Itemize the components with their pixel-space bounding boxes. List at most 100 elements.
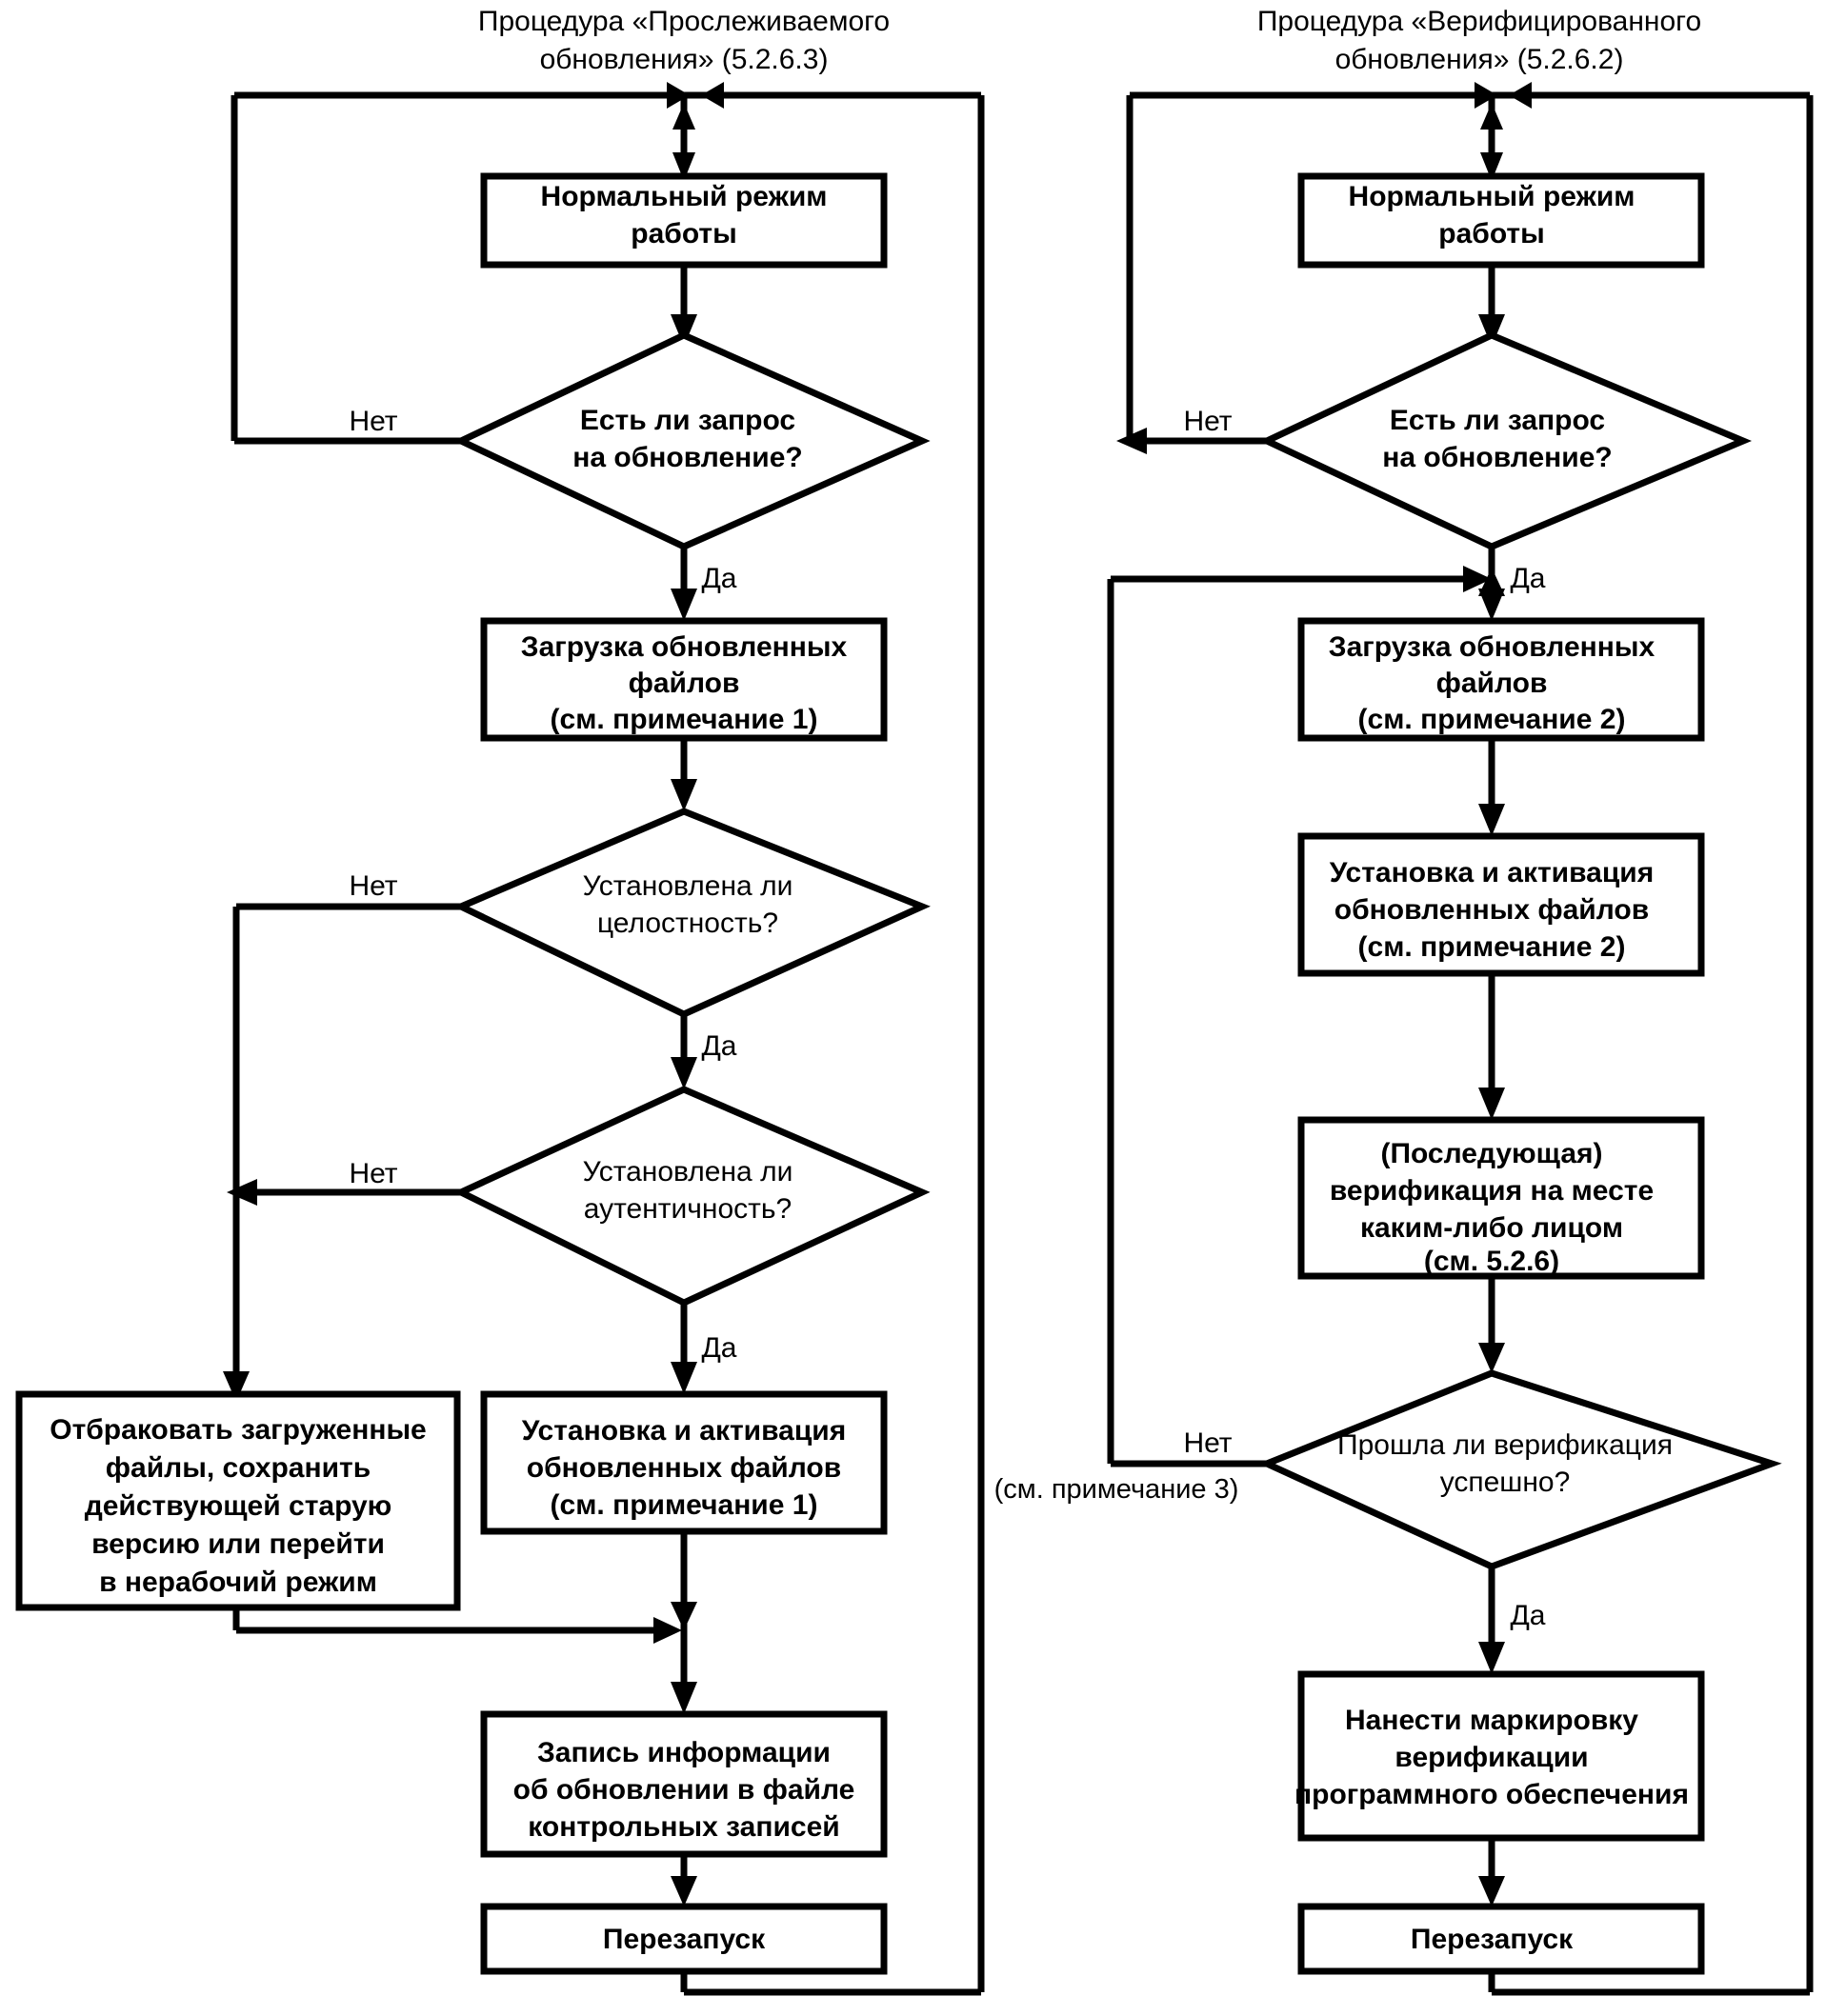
label-req-no: Нет xyxy=(349,406,397,437)
left-title-line1: Процедура «Прослеживаемого xyxy=(478,6,890,37)
node-download-files-v[interactable] xyxy=(1297,617,1705,742)
right-arrow-verif-decision xyxy=(1478,1343,1505,1373)
label-req-yes-v: Да xyxy=(1510,563,1545,594)
node-reject-line3: действующей старую xyxy=(85,1490,392,1522)
node-write-audit-line1: Запись информации xyxy=(537,1737,831,1768)
right-arrow-yes-marking xyxy=(1478,1642,1505,1674)
left-column-title: Процедура «Прослеживаемого обновления» (… xyxy=(478,6,890,75)
right-title-line1: Процедура «Верифицированного xyxy=(1257,6,1701,37)
node-restart-label: Перезапуск xyxy=(603,1924,766,1955)
node-normal-mode-v-line1: Нормальный режим xyxy=(1349,181,1635,212)
node-reject-line5: в нерабочий режим xyxy=(99,1567,377,1598)
right-rail-arrow-from-left xyxy=(1475,82,1497,109)
left-arrow-merge-in xyxy=(671,1602,697,1630)
node-restart-v[interactable] xyxy=(1297,1903,1705,1975)
node-install-line1: Установка и активация xyxy=(522,1415,847,1447)
node-download-files-v-line3: (см. примечание 2) xyxy=(1358,704,1626,735)
node-install-v-line3: (см. примечание 2) xyxy=(1358,931,1626,963)
node-onsite-verification[interactable] xyxy=(1297,1116,1705,1280)
right-column-edge-labels: Нет Да Нет (см. примечание 3) Да xyxy=(994,406,1546,1631)
label-req-yes: Да xyxy=(701,563,736,594)
right-stub-arrow-down xyxy=(1480,152,1503,181)
node-apply-marking[interactable] xyxy=(1297,1670,1705,1842)
left-arrow-integrity-yes xyxy=(671,1057,697,1089)
node-install-activate[interactable] xyxy=(480,1390,888,1535)
left-column-edge-labels: Нет Да Нет Да Нет Да xyxy=(349,406,736,1364)
left-arrow-merge-to-audit xyxy=(671,1682,697,1714)
right-arrow-download-install xyxy=(1478,804,1505,836)
node-update-request-line2: на обновление? xyxy=(572,442,802,473)
node-install-v-line1: Установка и активация xyxy=(1330,857,1655,888)
node-reject-line4: версию или перейти xyxy=(91,1528,385,1560)
left-arrow-audit-restart xyxy=(671,1876,697,1906)
node-write-audit-line2: об обновлении в файле xyxy=(513,1774,855,1806)
node-verification-passed[interactable] xyxy=(1258,1369,1782,1570)
node-reject-line1: Отбраковать загруженные xyxy=(50,1414,427,1446)
node-authenticity-line2: аутентичность? xyxy=(584,1193,792,1225)
label-req-no-v: Нет xyxy=(1183,406,1232,437)
right-rail-arrow-from-right xyxy=(1509,82,1532,109)
left-rail-arrow-from-left xyxy=(667,82,690,109)
right-stub-arrow-up xyxy=(1480,103,1503,130)
right-column-connectors xyxy=(1107,82,1814,1996)
left-stub-arrow-up xyxy=(672,103,695,130)
left-arrow-yes-download xyxy=(671,589,697,621)
node-restart[interactable] xyxy=(480,1903,888,1975)
right-column-shapes: Нормальный режим работы Есть ли запрос н… xyxy=(1258,172,1782,1975)
node-marking-line3: программного обеспечения xyxy=(1294,1779,1689,1810)
node-download-files-v-line2: файлов xyxy=(1436,668,1548,699)
node-marking-line2: верификации xyxy=(1395,1742,1588,1773)
node-marking-line1: Нанести маркировку xyxy=(1345,1705,1638,1736)
node-install-v-line2: обновленных файлов xyxy=(1334,894,1649,926)
node-normal-mode-line2: работы xyxy=(631,218,736,250)
node-update-request-v-line2: на обновление? xyxy=(1382,442,1612,473)
label-integrity-no: Нет xyxy=(349,870,397,902)
node-normal-mode[interactable] xyxy=(480,172,888,269)
node-integrity-line1: Установлена ли xyxy=(583,870,793,902)
node-download-files-line1: Загрузка обновленных xyxy=(521,631,848,663)
right-column-title: Процедура «Верифицированного обновления»… xyxy=(1257,6,1701,75)
left-title-line2: обновления» (5.2.6.3) xyxy=(540,44,829,75)
node-onsite-line2: верификация на месте xyxy=(1330,1175,1654,1207)
node-integrity-check[interactable] xyxy=(452,808,931,1018)
node-update-request-line1: Есть ли запрос xyxy=(580,405,795,436)
right-arrow-install-verif xyxy=(1478,1088,1505,1120)
node-normal-mode-v[interactable] xyxy=(1297,172,1705,269)
right-arrow-yes-download xyxy=(1478,589,1505,621)
left-arrow-reject-merge xyxy=(653,1617,682,1644)
left-rail-arrow-from-right xyxy=(701,82,724,109)
node-authenticity-check[interactable] xyxy=(452,1086,931,1307)
node-onsite-line4: (см. 5.2.6) xyxy=(1424,1246,1559,1277)
node-update-request-v[interactable] xyxy=(1258,331,1753,550)
node-verification-line1: Прошла ли верификация xyxy=(1337,1429,1673,1461)
node-download-files[interactable] xyxy=(480,617,888,742)
node-download-files-line3: (см. примечание 1) xyxy=(551,704,818,735)
left-stub-arrow-down xyxy=(672,152,695,181)
label-ver-yes: Да xyxy=(1510,1600,1545,1631)
node-reject-files[interactable] xyxy=(15,1390,461,1611)
node-onsite-line3: каким-либо лицом xyxy=(1360,1212,1623,1244)
right-title-line2: обновления» (5.2.6.2) xyxy=(1335,44,1624,75)
node-onsite-line1: (Последующая) xyxy=(1380,1138,1602,1169)
node-update-request[interactable] xyxy=(452,331,931,550)
node-write-audit-line3: контрольных записей xyxy=(528,1811,840,1843)
right-arrow-fail-loop xyxy=(1463,566,1492,592)
node-install-line3: (см. примечание 1) xyxy=(551,1489,818,1521)
right-arrow-req-no xyxy=(1116,428,1147,454)
left-arrow-auth-yes xyxy=(671,1362,697,1394)
label-auth-yes: Да xyxy=(701,1332,736,1364)
node-install-activate-v[interactable] xyxy=(1297,832,1705,977)
left-column-shapes: Нормальный режим работы Есть ли запрос н… xyxy=(15,172,931,1975)
node-install-line2: обновленных файлов xyxy=(527,1452,841,1484)
node-verification-line2: успешно? xyxy=(1440,1467,1571,1498)
node-write-audit[interactable] xyxy=(480,1710,888,1858)
label-auth-no: Нет xyxy=(349,1158,397,1189)
node-reject-line2: файлы, сохранить xyxy=(106,1452,371,1484)
left-column-connectors xyxy=(223,82,985,1996)
node-normal-mode-v-line2: работы xyxy=(1438,218,1544,250)
node-restart-v-label: Перезапуск xyxy=(1411,1924,1574,1955)
label-ver-no: Нет xyxy=(1183,1427,1232,1459)
node-update-request-v-line1: Есть ли запрос xyxy=(1390,405,1605,436)
label-ver-note: (см. примечание 3) xyxy=(994,1474,1239,1505)
